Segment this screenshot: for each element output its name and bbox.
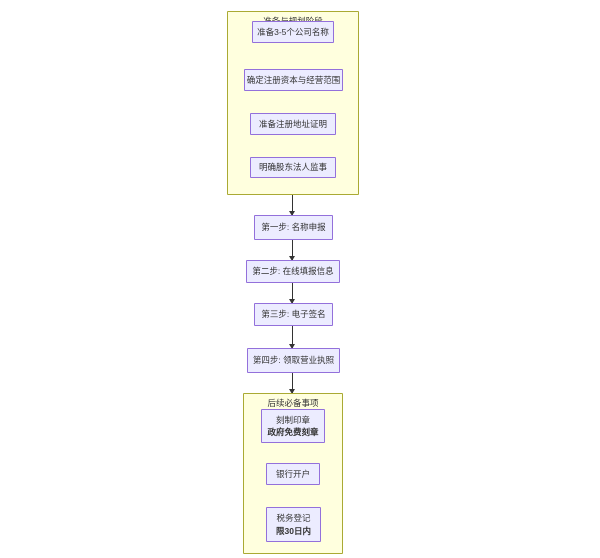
node-label: 准备3-5个公司名称 xyxy=(257,26,329,37)
node-label: 刻制印章 xyxy=(275,414,310,425)
node-sublabel: 政府免费刻章 xyxy=(267,427,319,437)
flow-arrow xyxy=(289,240,295,261)
flow-arrow xyxy=(289,373,295,394)
node-step2-online-info: 第二步: 在线填报信息 xyxy=(246,260,340,283)
node-capital-scope: 确定注册资本与经营范围 xyxy=(244,69,343,91)
node-label: 明确股东法人监事 xyxy=(258,162,327,173)
node-sublabel: 限30日内 xyxy=(276,525,311,536)
node-seals: 刻制印章 政府免费刻章 xyxy=(261,409,325,443)
flow-arrow xyxy=(289,326,295,349)
arrowhead-icon xyxy=(289,389,295,394)
node-label: 第一步: 名称申报 xyxy=(261,222,326,233)
node-label: 银行开户 xyxy=(275,468,310,479)
arrowhead-icon xyxy=(289,211,295,216)
node-label: 第三步: 电子签名 xyxy=(261,309,326,320)
node-tax-registration: 税务登记 限30日内 xyxy=(266,507,321,542)
node-address-proof: 准备注册地址证明 xyxy=(250,113,336,135)
node-bank-account: 银行开户 xyxy=(266,463,320,485)
flow-arrow xyxy=(289,195,295,216)
node-step3-esignature: 第三步: 电子签名 xyxy=(254,303,333,326)
node-label: 税务登记 xyxy=(276,513,311,524)
arrowhead-icon xyxy=(289,299,295,304)
arrowhead-icon xyxy=(289,344,295,349)
node-label: 第二步: 在线填报信息 xyxy=(252,266,334,277)
node-step1-name-filing: 第一步: 名称申报 xyxy=(254,215,333,240)
node-label: 第四步: 领取营业执照 xyxy=(252,355,335,366)
flow-arrow xyxy=(289,283,295,304)
arrowhead-icon xyxy=(289,256,295,261)
phase2-title: 后续必备事项 xyxy=(267,398,319,408)
node-label: 准备注册地址证明 xyxy=(258,118,327,129)
node-company-names: 准备3-5个公司名称 xyxy=(252,21,334,43)
node-shareholders: 明确股东法人监事 xyxy=(250,157,336,178)
node-label: 确定注册资本与经营范围 xyxy=(246,74,341,85)
node-step4-license: 第四步: 领取营业执照 xyxy=(247,348,340,373)
